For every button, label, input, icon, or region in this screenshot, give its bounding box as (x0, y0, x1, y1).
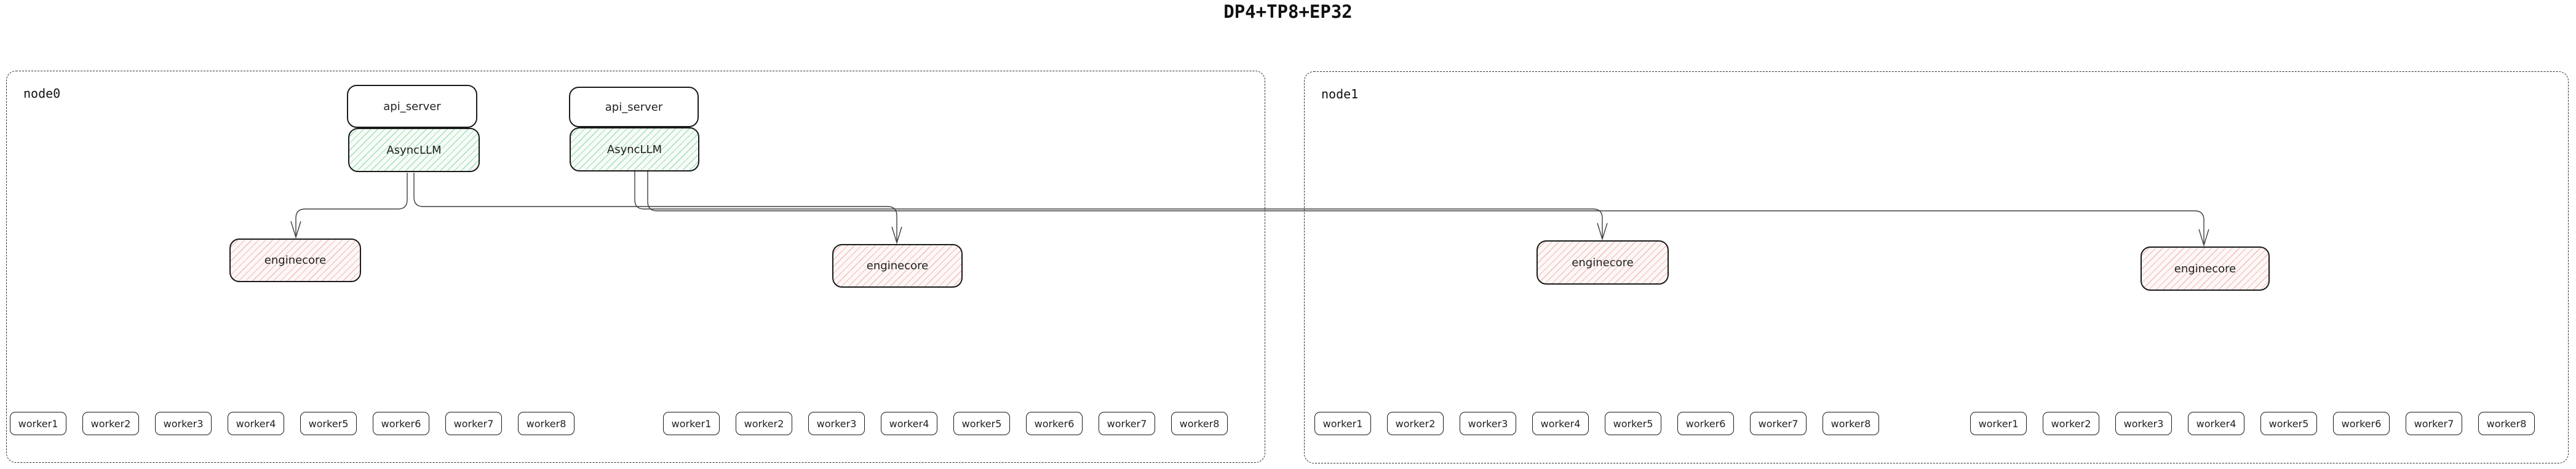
worker-box: worker4 (2188, 412, 2244, 435)
worker-box: worker1 (663, 412, 720, 435)
edge-asyncllm2-enginecore3 (634, 171, 1603, 238)
worker-box: worker6 (2333, 412, 2390, 435)
api-server-1: api_server (347, 85, 477, 128)
worker-box: worker3 (808, 412, 865, 435)
worker-box: worker8 (518, 412, 574, 435)
diagram-title: DP4+TP8+EP32 (1223, 1, 1353, 22)
worker-box: worker7 (445, 412, 502, 435)
arrowhead-enginecore2 (891, 226, 902, 245)
node1-worker-group-1: worker1 worker2 worker3 worker4 worker5 … (1314, 412, 1879, 435)
arrowhead-enginecore4 (2198, 229, 2209, 247)
worker-box: worker2 (2043, 412, 2099, 435)
worker-box: worker8 (1171, 412, 1228, 435)
edge-asyncllm1-enginecore1 (295, 173, 408, 236)
node0-worker-group-1: worker1 worker2 worker3 worker4 worker5 … (10, 412, 574, 435)
worker-box: worker6 (373, 412, 429, 435)
worker-box: worker4 (1532, 412, 1589, 435)
enginecore-1: enginecore (229, 238, 361, 282)
worker-box: worker3 (155, 412, 212, 435)
worker-box: worker8 (2478, 412, 2535, 435)
worker-box: worker7 (1099, 412, 1155, 435)
worker-box: worker1 (10, 412, 66, 435)
worker-box: worker3 (2115, 412, 2172, 435)
node1-label: node1 (1321, 87, 1359, 101)
worker-box: worker1 (1314, 412, 1371, 435)
async-llm-1: AsyncLLM (348, 128, 480, 172)
async-llm-2: AsyncLLM (570, 127, 699, 171)
worker-box: worker4 (228, 412, 284, 435)
node1-container (1304, 71, 2569, 463)
worker-box: worker5 (2260, 412, 2317, 435)
worker-box: worker2 (736, 412, 792, 435)
worker-box: worker7 (1750, 412, 1807, 435)
enginecore-3: enginecore (1536, 240, 1669, 285)
worker-box: worker7 (2406, 412, 2462, 435)
arrowhead-enginecore3 (1597, 223, 1608, 241)
worker-box: worker1 (1970, 412, 2027, 435)
arrowhead-enginecore1 (290, 221, 301, 239)
worker-box: worker2 (82, 412, 139, 435)
enginecore-2: enginecore (832, 244, 963, 288)
worker-box: worker3 (1460, 412, 1516, 435)
worker-box: worker5 (953, 412, 1010, 435)
worker-box: worker6 (1677, 412, 1734, 435)
worker-box: worker5 (300, 412, 357, 435)
worker-box: worker6 (1026, 412, 1083, 435)
edge-asyncllm1-enginecore2 (413, 173, 897, 242)
worker-box: worker5 (1605, 412, 1661, 435)
node1-worker-group-2: worker1 worker2 worker3 worker4 worker5 … (1970, 412, 2535, 435)
worker-box: worker4 (881, 412, 937, 435)
enginecore-4: enginecore (2141, 246, 2270, 291)
node0-label: node0 (23, 86, 61, 101)
worker-box: worker8 (1823, 412, 1879, 435)
api-server-2: api_server (569, 87, 699, 127)
node0-worker-group-2: worker1 worker2 worker3 worker4 worker5 … (663, 412, 1228, 435)
edge-asyncllm2-enginecore4 (647, 171, 2204, 245)
node0-container (6, 71, 1265, 463)
worker-box: worker2 (1387, 412, 1444, 435)
